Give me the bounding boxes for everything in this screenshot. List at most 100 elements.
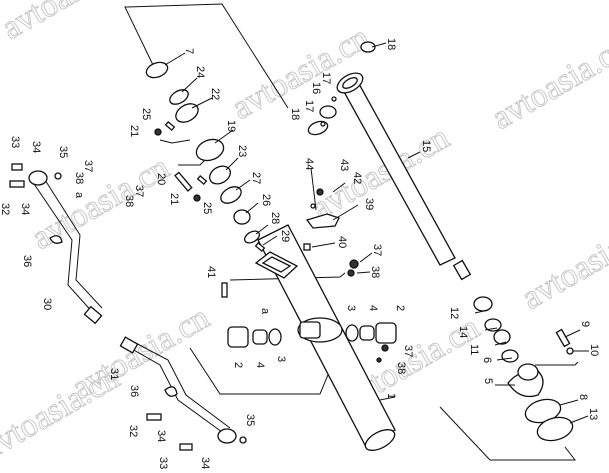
part-23-ring bbox=[209, 165, 231, 185]
label-4: 4 bbox=[254, 362, 266, 368]
label-2: 2 bbox=[394, 305, 406, 311]
label-36: 36 bbox=[128, 385, 140, 397]
label-38: 38 bbox=[395, 362, 407, 374]
label-42: 42 bbox=[351, 172, 363, 184]
label-a: a bbox=[259, 308, 271, 315]
label-17: 17 bbox=[320, 72, 332, 84]
part-37-nut bbox=[349, 259, 359, 269]
label-22: 22 bbox=[209, 88, 221, 100]
label-37: 37 bbox=[133, 185, 145, 197]
part-39-bracket bbox=[305, 213, 340, 229]
label-43: 43 bbox=[338, 159, 350, 171]
label-1: 1 bbox=[385, 393, 397, 399]
part-37-nut-2 bbox=[381, 344, 389, 352]
label-6: 6 bbox=[481, 357, 493, 363]
part-30-pipe bbox=[28, 170, 103, 325]
label-11: 11 bbox=[468, 344, 480, 355]
label-14: 14 bbox=[457, 326, 469, 338]
part-2-bushing bbox=[227, 326, 249, 348]
part-44-washer bbox=[310, 203, 316, 209]
part-27-washer bbox=[220, 186, 242, 204]
label-35: 35 bbox=[57, 146, 69, 158]
label-36: 36 bbox=[21, 255, 33, 267]
part-40-spacer bbox=[303, 243, 311, 251]
watermark: avtoasia.cn bbox=[0, 0, 146, 47]
label-18: 18 bbox=[289, 108, 301, 120]
watermark: avtoasia.cn bbox=[0, 359, 126, 467]
part-35-oring bbox=[54, 172, 62, 180]
label-28: 28 bbox=[269, 212, 281, 224]
label-4: 4 bbox=[367, 305, 379, 311]
label-21: 21 bbox=[168, 193, 180, 205]
part-29-pin bbox=[254, 241, 266, 253]
label-30: 30 bbox=[41, 298, 53, 310]
label-12: 12 bbox=[448, 307, 460, 319]
label-33: 33 bbox=[9, 136, 21, 148]
part-10-washer bbox=[566, 347, 574, 355]
label-39: 39 bbox=[363, 198, 375, 210]
label-17: 17 bbox=[303, 100, 315, 112]
part-35-oring-2 bbox=[239, 436, 247, 444]
label-38: 38 bbox=[123, 195, 135, 207]
leader-lines bbox=[164, 42, 589, 424]
part-18-circlip-2 bbox=[307, 120, 329, 136]
label-27: 27 bbox=[250, 172, 262, 184]
label-34: 34 bbox=[30, 141, 42, 153]
part-15-shaft bbox=[336, 72, 472, 281]
part-41-bolt bbox=[221, 282, 228, 298]
label-34: 34 bbox=[199, 457, 211, 469]
part-31-pipe bbox=[119, 336, 237, 444]
label-a: a bbox=[73, 192, 85, 199]
label-7: 7 bbox=[183, 48, 195, 54]
part-33-bolt bbox=[11, 163, 23, 171]
label-25: 25 bbox=[201, 202, 213, 214]
label-18: 18 bbox=[385, 38, 397, 50]
label-10: 10 bbox=[588, 344, 600, 356]
label-13: 13 bbox=[587, 408, 599, 420]
part-32-bolt-2 bbox=[146, 413, 162, 421]
part-11-ring bbox=[493, 329, 511, 345]
part-1-housing-tube bbox=[257, 224, 396, 451]
label-20: 20 bbox=[155, 173, 167, 185]
part-18-circlip bbox=[360, 41, 376, 53]
label-8: 8 bbox=[577, 394, 589, 400]
label-34: 34 bbox=[19, 203, 31, 215]
label-29: 29 bbox=[279, 230, 291, 242]
label-40: 40 bbox=[336, 236, 348, 248]
part-26-nut bbox=[233, 209, 251, 225]
part-33-bolt-2 bbox=[179, 443, 193, 451]
part-16-seal bbox=[319, 105, 337, 119]
label-23: 23 bbox=[236, 145, 248, 157]
label-35: 35 bbox=[244, 414, 256, 426]
label-33: 33 bbox=[157, 457, 169, 469]
part-42-nut bbox=[316, 188, 324, 196]
part-24-washer bbox=[169, 89, 189, 105]
part-32-bolt bbox=[9, 180, 25, 188]
label-16: 16 bbox=[310, 82, 322, 94]
part-6-bearing bbox=[501, 349, 519, 363]
part-17-ball-2 bbox=[320, 121, 326, 127]
bracket-19-bottom bbox=[178, 159, 206, 166]
label-9: 9 bbox=[579, 321, 591, 327]
label-41: 41 bbox=[205, 266, 217, 278]
label-26: 26 bbox=[260, 194, 272, 206]
label-37: 37 bbox=[82, 160, 94, 172]
bracket-10 bbox=[535, 361, 579, 366]
label-34: 34 bbox=[155, 430, 167, 442]
part-21-ball-2 bbox=[193, 194, 201, 202]
part-38-washer bbox=[347, 269, 355, 277]
label-19: 19 bbox=[225, 120, 237, 132]
bracket-13 bbox=[439, 406, 577, 461]
watermark: avtoasia.cn bbox=[516, 209, 609, 317]
label-15: 15 bbox=[420, 140, 432, 152]
label-3: 3 bbox=[345, 305, 357, 311]
bracket-19-left bbox=[159, 139, 191, 144]
part-13-oring bbox=[536, 416, 574, 442]
label-44: 44 bbox=[303, 158, 315, 170]
watermark: avtoasia.cn bbox=[26, 149, 176, 257]
part-2-bushing-2 bbox=[375, 322, 397, 344]
part-3-seal-2 bbox=[345, 324, 359, 342]
